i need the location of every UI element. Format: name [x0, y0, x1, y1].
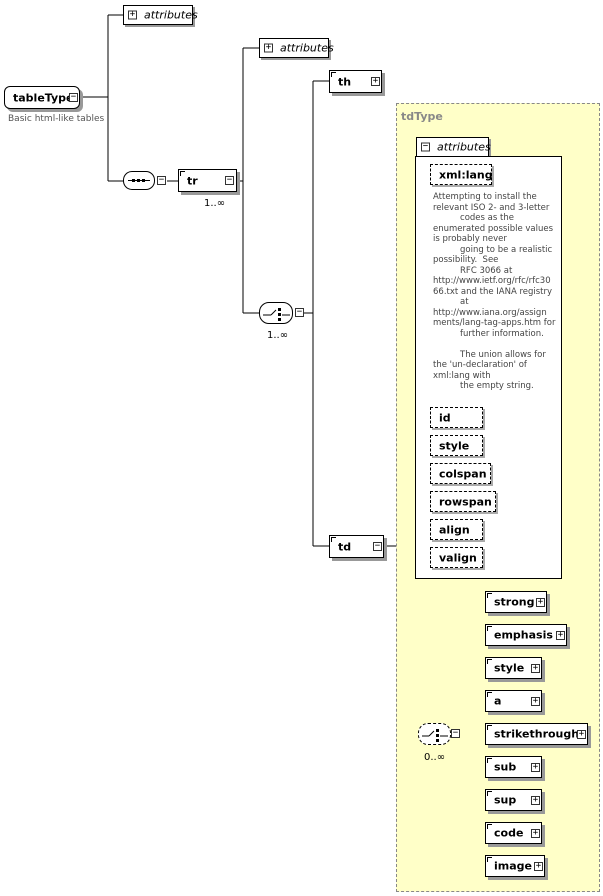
td-node[interactable]: td − — [329, 535, 384, 558]
attr-label: valign — [439, 551, 477, 564]
tr-label: tr — [187, 174, 198, 187]
expand-icon[interactable]: + — [264, 42, 273, 53]
attr-id[interactable]: id — [430, 407, 483, 428]
expand-icon[interactable]: + — [577, 729, 586, 739]
collapse-icon[interactable]: − — [69, 92, 78, 102]
attr-valign[interactable]: valign — [430, 547, 483, 568]
tabletype-node[interactable]: tableType − — [4, 86, 80, 109]
td-label: td — [338, 540, 352, 553]
sequence-icon — [128, 179, 150, 182]
xmllang-documentation: Attempting to install the relevant ISO 2… — [433, 192, 556, 391]
attr-rowspan[interactable]: rowspan — [430, 491, 496, 512]
optional-choice-occurs: 0..∞ — [424, 752, 446, 763]
child-a[interactable]: a + — [485, 690, 542, 712]
child-label: style — [494, 661, 525, 675]
child-label: image — [494, 859, 532, 873]
expand-icon[interactable]: + — [531, 663, 540, 673]
expand-icon[interactable]: + — [536, 597, 545, 607]
attr-label: style — [439, 439, 470, 452]
optional-choice-collapse-icon[interactable]: − — [451, 728, 460, 738]
sequence-collapse-icon[interactable]: − — [157, 175, 166, 185]
collapse-icon[interactable]: − — [225, 175, 234, 185]
child-style[interactable]: style + — [485, 657, 542, 679]
child-strong[interactable]: strong + — [485, 591, 547, 613]
attr-colspan[interactable]: colspan — [430, 463, 491, 484]
child-label: code — [494, 826, 524, 840]
expand-icon[interactable]: + — [371, 76, 380, 86]
expand-icon[interactable]: + — [531, 795, 540, 805]
optional-choice-compositor[interactable] — [418, 723, 451, 745]
attr-label: rowspan — [439, 495, 492, 508]
child-label: strong — [494, 595, 535, 609]
child-label: a — [494, 694, 502, 708]
expand-icon[interactable]: + — [534, 861, 543, 871]
attr-label: id — [439, 411, 451, 424]
tabletype-description: Basic html-like tables — [8, 114, 105, 124]
child-sup[interactable]: sup + — [485, 789, 542, 811]
choice-compositor[interactable] — [259, 302, 293, 324]
root-attributes-label: attributes — [144, 8, 198, 22]
xmllang-attribute[interactable]: xml:lang — [430, 164, 493, 185]
child-strikethrough[interactable]: strikethrough + — [485, 723, 588, 745]
th-node[interactable]: th + — [329, 70, 382, 93]
child-label: emphasis — [494, 628, 553, 642]
child-sub[interactable]: sub + — [485, 756, 542, 778]
tabletype-label: tableType — [13, 91, 74, 104]
tr-occurs: 1..∞ — [204, 198, 226, 209]
expand-icon[interactable]: + — [531, 762, 540, 772]
choice-icon — [263, 308, 290, 321]
choice-occurs: 1..∞ — [267, 330, 289, 341]
child-label: strikethrough — [494, 727, 580, 741]
root-attributes-toggle[interactable]: + attributes — [123, 5, 198, 25]
attr-style[interactable]: style — [430, 435, 483, 456]
attr-label: colspan — [439, 467, 487, 480]
tdtype-label: tdType — [401, 110, 443, 123]
expand-icon[interactable]: + — [531, 828, 540, 838]
collapse-icon[interactable]: − — [373, 541, 382, 551]
sequence-compositor[interactable] — [123, 171, 155, 190]
attr-label: align — [439, 523, 470, 536]
attr-align[interactable]: align — [430, 519, 483, 540]
child-image[interactable]: image + — [485, 855, 545, 877]
tdtype-attributes-label: attributes — [437, 140, 491, 154]
tr-attributes-label: attributes — [280, 41, 334, 55]
child-code[interactable]: code + — [485, 822, 542, 844]
tr-attributes-toggle[interactable]: + attributes — [259, 38, 334, 58]
choice-icon — [422, 729, 448, 742]
tdtype-attributes-toggle[interactable]: − attributes — [416, 137, 491, 157]
choice-collapse-icon[interactable]: − — [295, 307, 304, 317]
th-label: th — [338, 75, 352, 88]
expand-icon[interactable]: + — [128, 9, 137, 20]
child-label: sub — [494, 760, 517, 774]
expand-icon[interactable]: + — [531, 696, 540, 706]
child-emphasis[interactable]: emphasis + — [485, 624, 567, 646]
xmllang-label: xml:lang — [439, 168, 493, 181]
expand-icon[interactable]: + — [556, 630, 565, 640]
child-label: sup — [494, 793, 517, 807]
collapse-icon[interactable]: − — [421, 141, 430, 152]
tr-node[interactable]: tr − — [178, 169, 237, 192]
